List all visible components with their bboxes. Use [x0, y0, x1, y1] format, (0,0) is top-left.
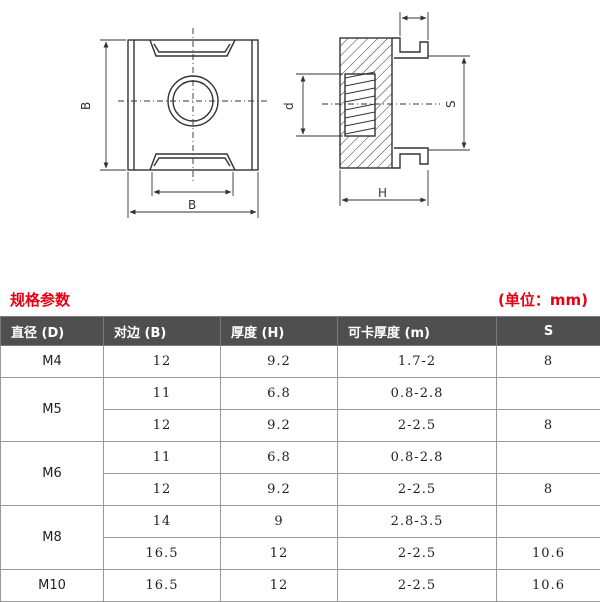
col-header-width: 对边 (B): [104, 317, 221, 346]
table-row: M10 16.5 12 2-2.5 10.6: [1, 570, 600, 602]
cell-width: 11: [104, 442, 221, 474]
cell-width: 16.5: [104, 538, 221, 570]
spec-header-row: 直径 (D) 对边 (B) 厚度 (H) 可卡厚度 (m) S: [1, 317, 600, 346]
cell-thickness: 9: [221, 506, 338, 538]
cell-s: [497, 442, 600, 474]
cell-width: 12: [104, 410, 221, 442]
table-row: M4 12 9.2 1.7-2 8: [1, 346, 600, 378]
top-tab: [150, 40, 235, 56]
cell-diameter: M5: [1, 378, 104, 442]
cell-panel-thickness: 1.7-2: [338, 346, 497, 378]
cell-panel-thickness: 2-2.5: [338, 570, 497, 602]
top-clip: [392, 38, 428, 58]
cell-panel-thickness: 0.8-2.8: [338, 378, 497, 410]
cell-panel-thickness: 2-2.5: [338, 538, 497, 570]
cell-thickness: 12: [221, 538, 338, 570]
label-side-depth: H: [378, 186, 387, 200]
cell-s: 8: [497, 474, 600, 506]
cell-width: 11: [104, 378, 221, 410]
col-header-panel-thickness: 可卡厚度 (m): [338, 317, 497, 346]
cell-s: 10.6: [497, 538, 600, 570]
cell-panel-thickness: 2.8-3.5: [338, 506, 497, 538]
cell-thickness: 9.2: [221, 474, 338, 506]
cell-s: 8: [497, 410, 600, 442]
cell-panel-thickness: 2-2.5: [338, 474, 497, 506]
table-row: M8 14 9 2.8-3.5: [1, 506, 600, 538]
cell-s: [497, 378, 600, 410]
table-row: M5 11 6.8 0.8-2.8: [1, 378, 600, 410]
cell-width: 12: [104, 474, 221, 506]
spec-table: 直径 (D) 对边 (B) 厚度 (H) 可卡厚度 (m) S M4 12 9.…: [0, 316, 600, 602]
unit-note: (单位：mm): [498, 290, 588, 310]
cell-s: 10.6: [497, 570, 600, 602]
cell-diameter: M6: [1, 442, 104, 506]
cage-nut-drawing: B B d S H: [0, 0, 600, 290]
cell-diameter: M10: [1, 570, 104, 602]
label-front-height: B: [79, 102, 93, 110]
cell-thickness: 9.2: [221, 346, 338, 378]
spec-title: 规格参数: [10, 290, 70, 310]
table-row: M6 11 6.8 0.8-2.8: [1, 442, 600, 474]
bottom-tab: [150, 154, 235, 170]
cell-thickness: 6.8: [221, 442, 338, 474]
cell-width: 14: [104, 506, 221, 538]
cell-s: 8: [497, 346, 600, 378]
cell-width: 12: [104, 346, 221, 378]
cell-s: [497, 506, 600, 538]
side-view: [296, 12, 470, 206]
cell-thickness: 9.2: [221, 410, 338, 442]
cell-thickness: 6.8: [221, 378, 338, 410]
col-header-s: S: [497, 317, 600, 346]
cell-width: 16.5: [104, 570, 221, 602]
cell-diameter: M4: [1, 346, 104, 378]
cell-panel-thickness: 0.8-2.8: [338, 442, 497, 474]
label-front-width: B: [188, 198, 196, 212]
label-side-slot: S: [444, 100, 458, 108]
cell-thickness: 12: [221, 570, 338, 602]
col-header-diameter: 直径 (D): [1, 317, 104, 346]
col-header-thickness: 厚度 (H): [221, 317, 338, 346]
front-view: [100, 28, 270, 218]
cell-diameter: M8: [1, 506, 104, 570]
cell-panel-thickness: 2-2.5: [338, 410, 497, 442]
bottom-clip: [392, 148, 428, 168]
label-side-hole: d: [282, 102, 296, 110]
